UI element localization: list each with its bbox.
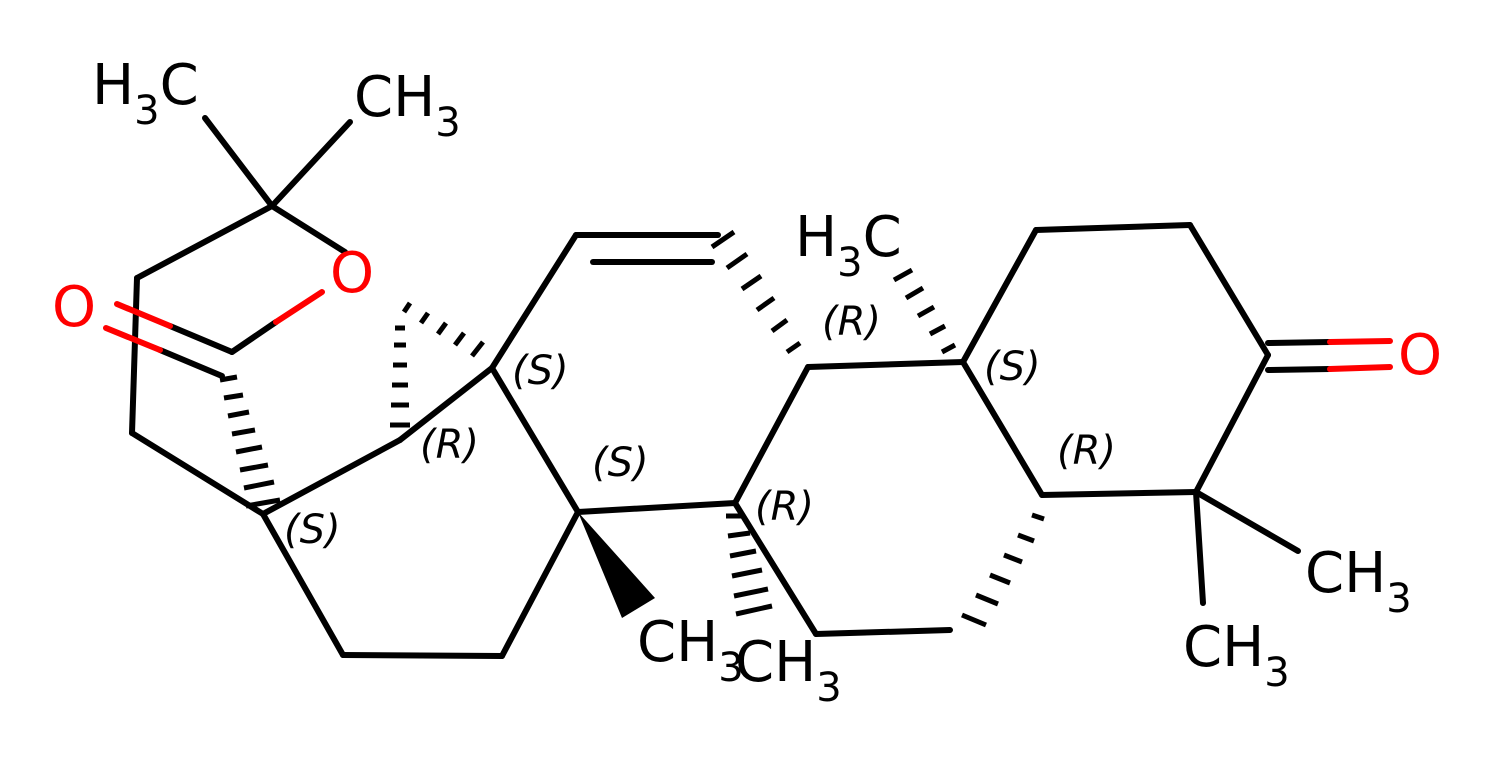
methyl-label-right-a: CH3 (1305, 541, 1412, 622)
oxygen-label-ring: O (330, 241, 374, 306)
stereo-label: (S) (512, 348, 569, 394)
hash-r-to-vinyl (710, 229, 802, 355)
hash-s-to-h3c (892, 267, 957, 355)
hash-r-to-ring (961, 512, 1045, 628)
hash-r-to-ch (390, 325, 410, 428)
methyl-label-bottom-a: CH3 (637, 610, 744, 691)
hashed-bonds (219, 229, 1045, 628)
methyl-label-bottom-b: CH3 (735, 630, 842, 711)
stereo-label: (R) (822, 299, 881, 345)
hash-c-to-lactone (219, 374, 281, 509)
methyl-label-right-b: CH3 (1183, 615, 1290, 696)
stereo-label: (R) (755, 484, 814, 530)
stereo-label: (S) (592, 440, 649, 486)
hash-r-to-ch3 (726, 513, 773, 617)
hash-s-to-o (401, 301, 485, 358)
methyl-label-top-left: H3C (92, 53, 199, 134)
wedge-bond (578, 512, 655, 618)
stereo-label: (R) (420, 422, 479, 468)
stereo-label: (R) (1057, 428, 1116, 474)
bonds (103, 115, 1393, 659)
methyl-label-mid: H3C (795, 205, 902, 286)
oxygen-label-carbonyl: O (52, 275, 96, 340)
oxygen-label-ketone: O (1398, 323, 1442, 388)
stereo-label: (S) (284, 507, 341, 553)
methyl-label-top: CH3 (354, 65, 461, 146)
stereo-label: (S) (984, 344, 1041, 390)
